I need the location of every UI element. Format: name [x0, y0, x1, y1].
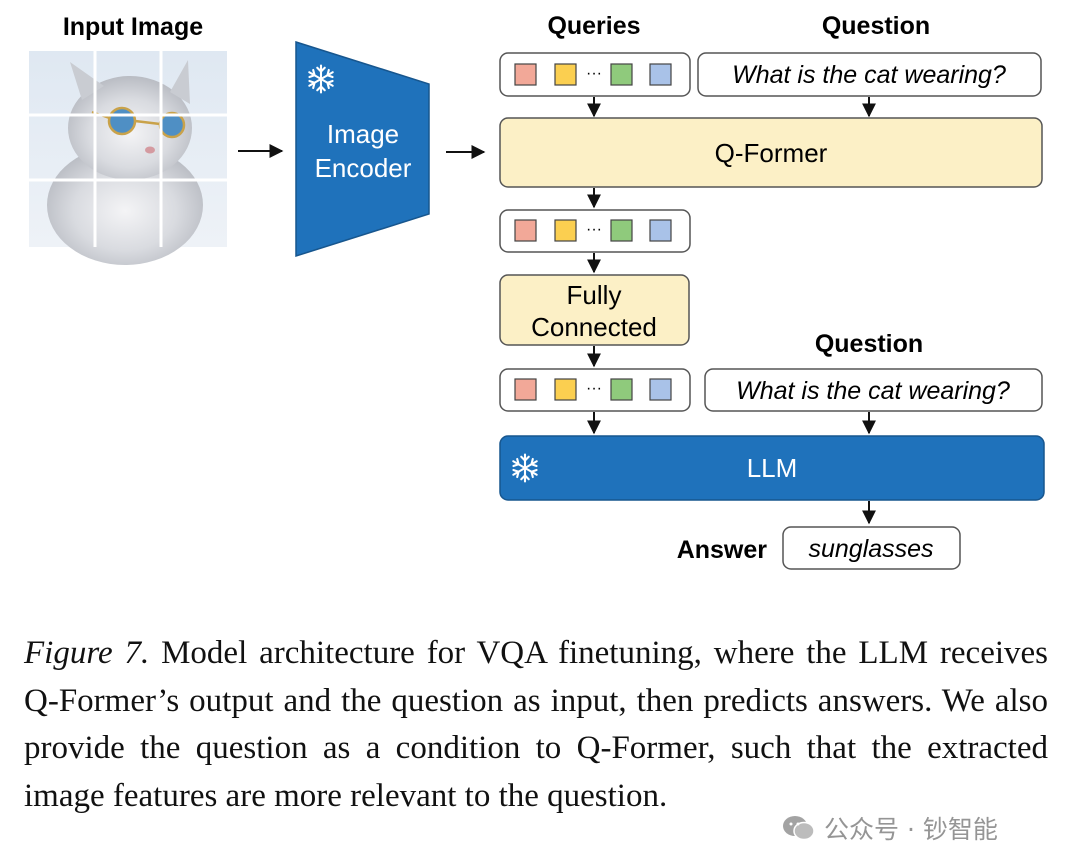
fc-label-line2: Connected	[531, 312, 657, 342]
answer-label: Answer	[677, 536, 768, 564]
query-token-green	[610, 219, 633, 242]
query-token-red	[514, 63, 537, 86]
queries-label: Queries	[547, 12, 640, 40]
question-label-top: Question	[822, 12, 930, 40]
query-token-yellow	[554, 63, 577, 86]
fc-label-line1: Fully	[567, 280, 622, 310]
answer-text: sunglasses	[808, 535, 933, 563]
question-label-bottom: Question	[815, 330, 923, 358]
query-tokens-top: ···	[499, 52, 691, 97]
answer-box: sunglasses	[782, 526, 961, 570]
query-token-blue	[649, 378, 672, 401]
query-token-green	[610, 63, 633, 86]
question-box-bottom: What is the cat wearing?	[704, 368, 1043, 412]
vqa-architecture-diagram: Input Image Image Encoder	[29, 12, 1045, 570]
image-encoder-label-line2: Encoder	[315, 153, 412, 183]
query-token-yellow	[554, 219, 577, 242]
llm-block: LLM	[499, 435, 1045, 501]
watermark-text: 公众号 · 钞智能	[824, 815, 998, 844]
image-encoder-block: Image Encoder	[295, 40, 430, 258]
wechat-icon	[783, 816, 815, 841]
figure-label: Figure 7.	[24, 635, 150, 671]
qformer-label: Q-Former	[715, 138, 828, 168]
watermark: 公众号 · 钞智能	[782, 810, 998, 846]
query-token-yellow	[554, 378, 577, 401]
query-token-red	[514, 219, 537, 242]
query-token-ellipsis: ···	[586, 221, 602, 238]
input-image	[29, 51, 227, 265]
question-box-top: What is the cat wearing?	[697, 52, 1042, 97]
query-tokens-bottom: ···	[499, 368, 691, 412]
fully-connected-block: Fully Connected	[499, 274, 690, 346]
query-token-blue	[649, 63, 672, 86]
query-token-ellipsis: ···	[586, 380, 602, 397]
figure-caption: Figure 7. Model architecture for VQA fin…	[24, 630, 1048, 820]
qformer-block: Q-Former	[499, 117, 1043, 188]
llm-label: LLM	[747, 453, 798, 483]
image-encoder-label-line1: Image	[327, 119, 399, 149]
query-token-ellipsis: ···	[586, 65, 602, 82]
query-token-red	[514, 378, 537, 401]
question-text-top: What is the cat wearing?	[732, 61, 1006, 89]
query-token-green	[610, 378, 633, 401]
query-token-blue	[649, 219, 672, 242]
caption-text: Model architecture for VQA finetuning, w…	[24, 635, 1049, 814]
query-tokens-middle: ···	[499, 209, 691, 253]
question-text-bottom: What is the cat wearing?	[736, 377, 1010, 405]
input-image-label: Input Image	[63, 13, 203, 41]
